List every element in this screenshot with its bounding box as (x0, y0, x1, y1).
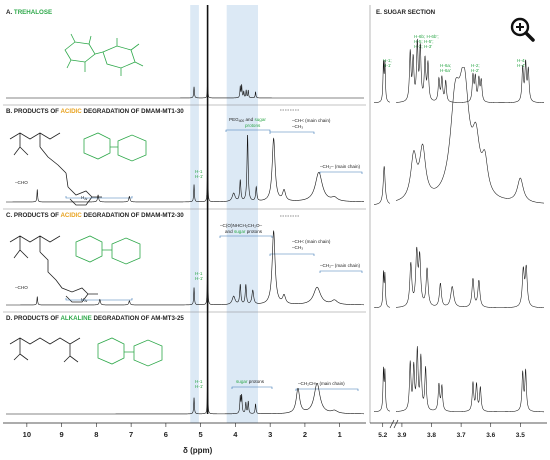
ch3-c: –CH₃ (292, 245, 303, 250)
spectrum-B (6, 131, 364, 203)
x-axis-main: 10 9 8 7 6 5 4 3 2 1 (23, 423, 342, 439)
e-h2p: H-2' (471, 68, 479, 73)
highlight-band-1 (226, 5, 258, 423)
annotations-e: H-1; H-1' H-6b; H-6b'; H-5; H-5'; H-3; H… (383, 34, 526, 73)
e-tick-label-3.8: 3.8 (427, 432, 436, 439)
e-h1p: H-1' (383, 63, 391, 68)
sugar-spectrum-C-right (395, 246, 545, 308)
har-b: HAr (81, 195, 89, 201)
polymer-c-structure (9, 235, 141, 303)
ch3-b: –CH₃ (292, 124, 303, 129)
h1-d: H-1 (195, 379, 203, 384)
h1-b: H-1 (195, 169, 203, 174)
sugar-spectrum-C-left (374, 270, 391, 309)
polymer-d-structure (9, 337, 163, 367)
x-tick-label-5: 5 (199, 430, 203, 439)
panel-b-title: B. PRODUCTS OF ACIDIC DEGRADATION OF DMA… (6, 108, 184, 115)
ch-main-c: –CH< (main chain) (292, 239, 331, 244)
spectrum-C (6, 229, 364, 306)
sugar-protons-d: sugar protons (236, 379, 265, 384)
x-tick-label-3: 3 (268, 430, 272, 439)
x-tick-label-10: 10 (23, 430, 31, 439)
panel-dividers (3, 5, 547, 424)
x-tick-label-7: 7 (129, 430, 133, 439)
peg-sugar-label: PEG400 and sugar (229, 117, 266, 123)
h1p-b: H-1' (195, 174, 203, 179)
sugar-spectrum-A-right (395, 38, 545, 103)
panel-c-title: C. PRODUCTS OF ACIDIC DEGRADATION OF DMA… (6, 212, 184, 219)
e-h6b: H-6b; H-6b'; (414, 34, 439, 39)
x-tick-label-1: 1 (338, 430, 342, 439)
h1-c: H-1 (195, 271, 203, 276)
e-h5: H-5; H-5'; (414, 39, 434, 44)
protons-label: protons (245, 123, 261, 128)
spectra-sugar-section (373, 38, 545, 413)
e-tick-label-3.5: 3.5 (516, 432, 525, 439)
x-axis-sugar: 5.2 3.9 3.8 3.7 3.6 3.5 (378, 419, 525, 439)
e-h4p: H-4' (517, 63, 525, 68)
x-tick-label-9: 9 (60, 430, 64, 439)
x-tick-label-4: 4 (233, 430, 238, 439)
highlight-bands (190, 5, 258, 423)
spectrum-D (6, 358, 364, 415)
trehalose-structure (64, 33, 144, 76)
cho-c: –CHO (15, 285, 28, 290)
x-axis-label: δ (ppm) (183, 446, 213, 455)
amide-label: –C(O)NHCH₂CH₂O– (220, 223, 263, 228)
cho-b: –CHO (15, 180, 28, 185)
e-tick-label-3.6: 3.6 (486, 432, 495, 439)
chch2-d: –CH₂CH– (main chain) (298, 381, 345, 386)
e-h1: H-1; (383, 58, 392, 63)
ch-main-b: –CH< (main chain) (292, 118, 331, 123)
axis-break-mark (389, 419, 399, 429)
e-h6ap: H-6a' (440, 68, 451, 73)
e-tick-label-3.7: 3.7 (457, 432, 466, 439)
annotations-d: sugar protons –CH₂CH– (main chain) H-1 H… (195, 379, 359, 391)
e-h6a: H-6a; (440, 63, 451, 68)
h1p-c: H-1' (195, 276, 203, 281)
and-sugar-label: and sugar protons (225, 229, 263, 234)
panel-a-title: A. TREHALOSE (6, 9, 52, 16)
annotations-c: –C(O)NHCH₂CH₂O– and sugar protons –CH< (… (15, 215, 363, 303)
magnifier-plus-icon[interactable] (510, 17, 535, 42)
panel-d-title: D. PRODUCTS OF ALKALINE DEGRADATION OF A… (6, 315, 184, 322)
x-tick-label-2: 2 (303, 430, 307, 439)
sugar-spectrum-A-left (373, 60, 391, 104)
sugar-spectrum-B-left (373, 166, 391, 205)
sugar-spectrum-D-right (395, 346, 544, 413)
e-tick-label-3.9: 3.9 (397, 432, 406, 439)
h1p-d: H-1' (195, 384, 203, 389)
ch2-main-b: –CH₂– (main chain) (320, 164, 361, 169)
panel-e-title: E. SUGAR SECTION (376, 9, 436, 16)
har-c: HAr (81, 297, 89, 303)
sugar-spectrum-B-right (395, 67, 545, 204)
e-h3: H-3; H-3' (414, 44, 432, 49)
highlight-band-0 (190, 5, 199, 423)
x-tick-label-6: 6 (164, 430, 168, 439)
spectrum-A (6, 72, 364, 99)
e-h4: H-4; (517, 58, 526, 63)
e-h2: H-2; (471, 63, 480, 68)
spectra-main (6, 5, 364, 415)
polymer-b-structure (9, 132, 147, 206)
x-tick-label-8: 8 (94, 430, 98, 439)
ch2-main-c: –CH₂– (main chain) (320, 263, 361, 268)
e-tick-label-5.2: 5.2 (378, 432, 387, 439)
sugar-spectrum-D-left (373, 366, 391, 413)
annotations-b: PEG400 and sugar protons –CH< (main chai… (15, 109, 363, 201)
